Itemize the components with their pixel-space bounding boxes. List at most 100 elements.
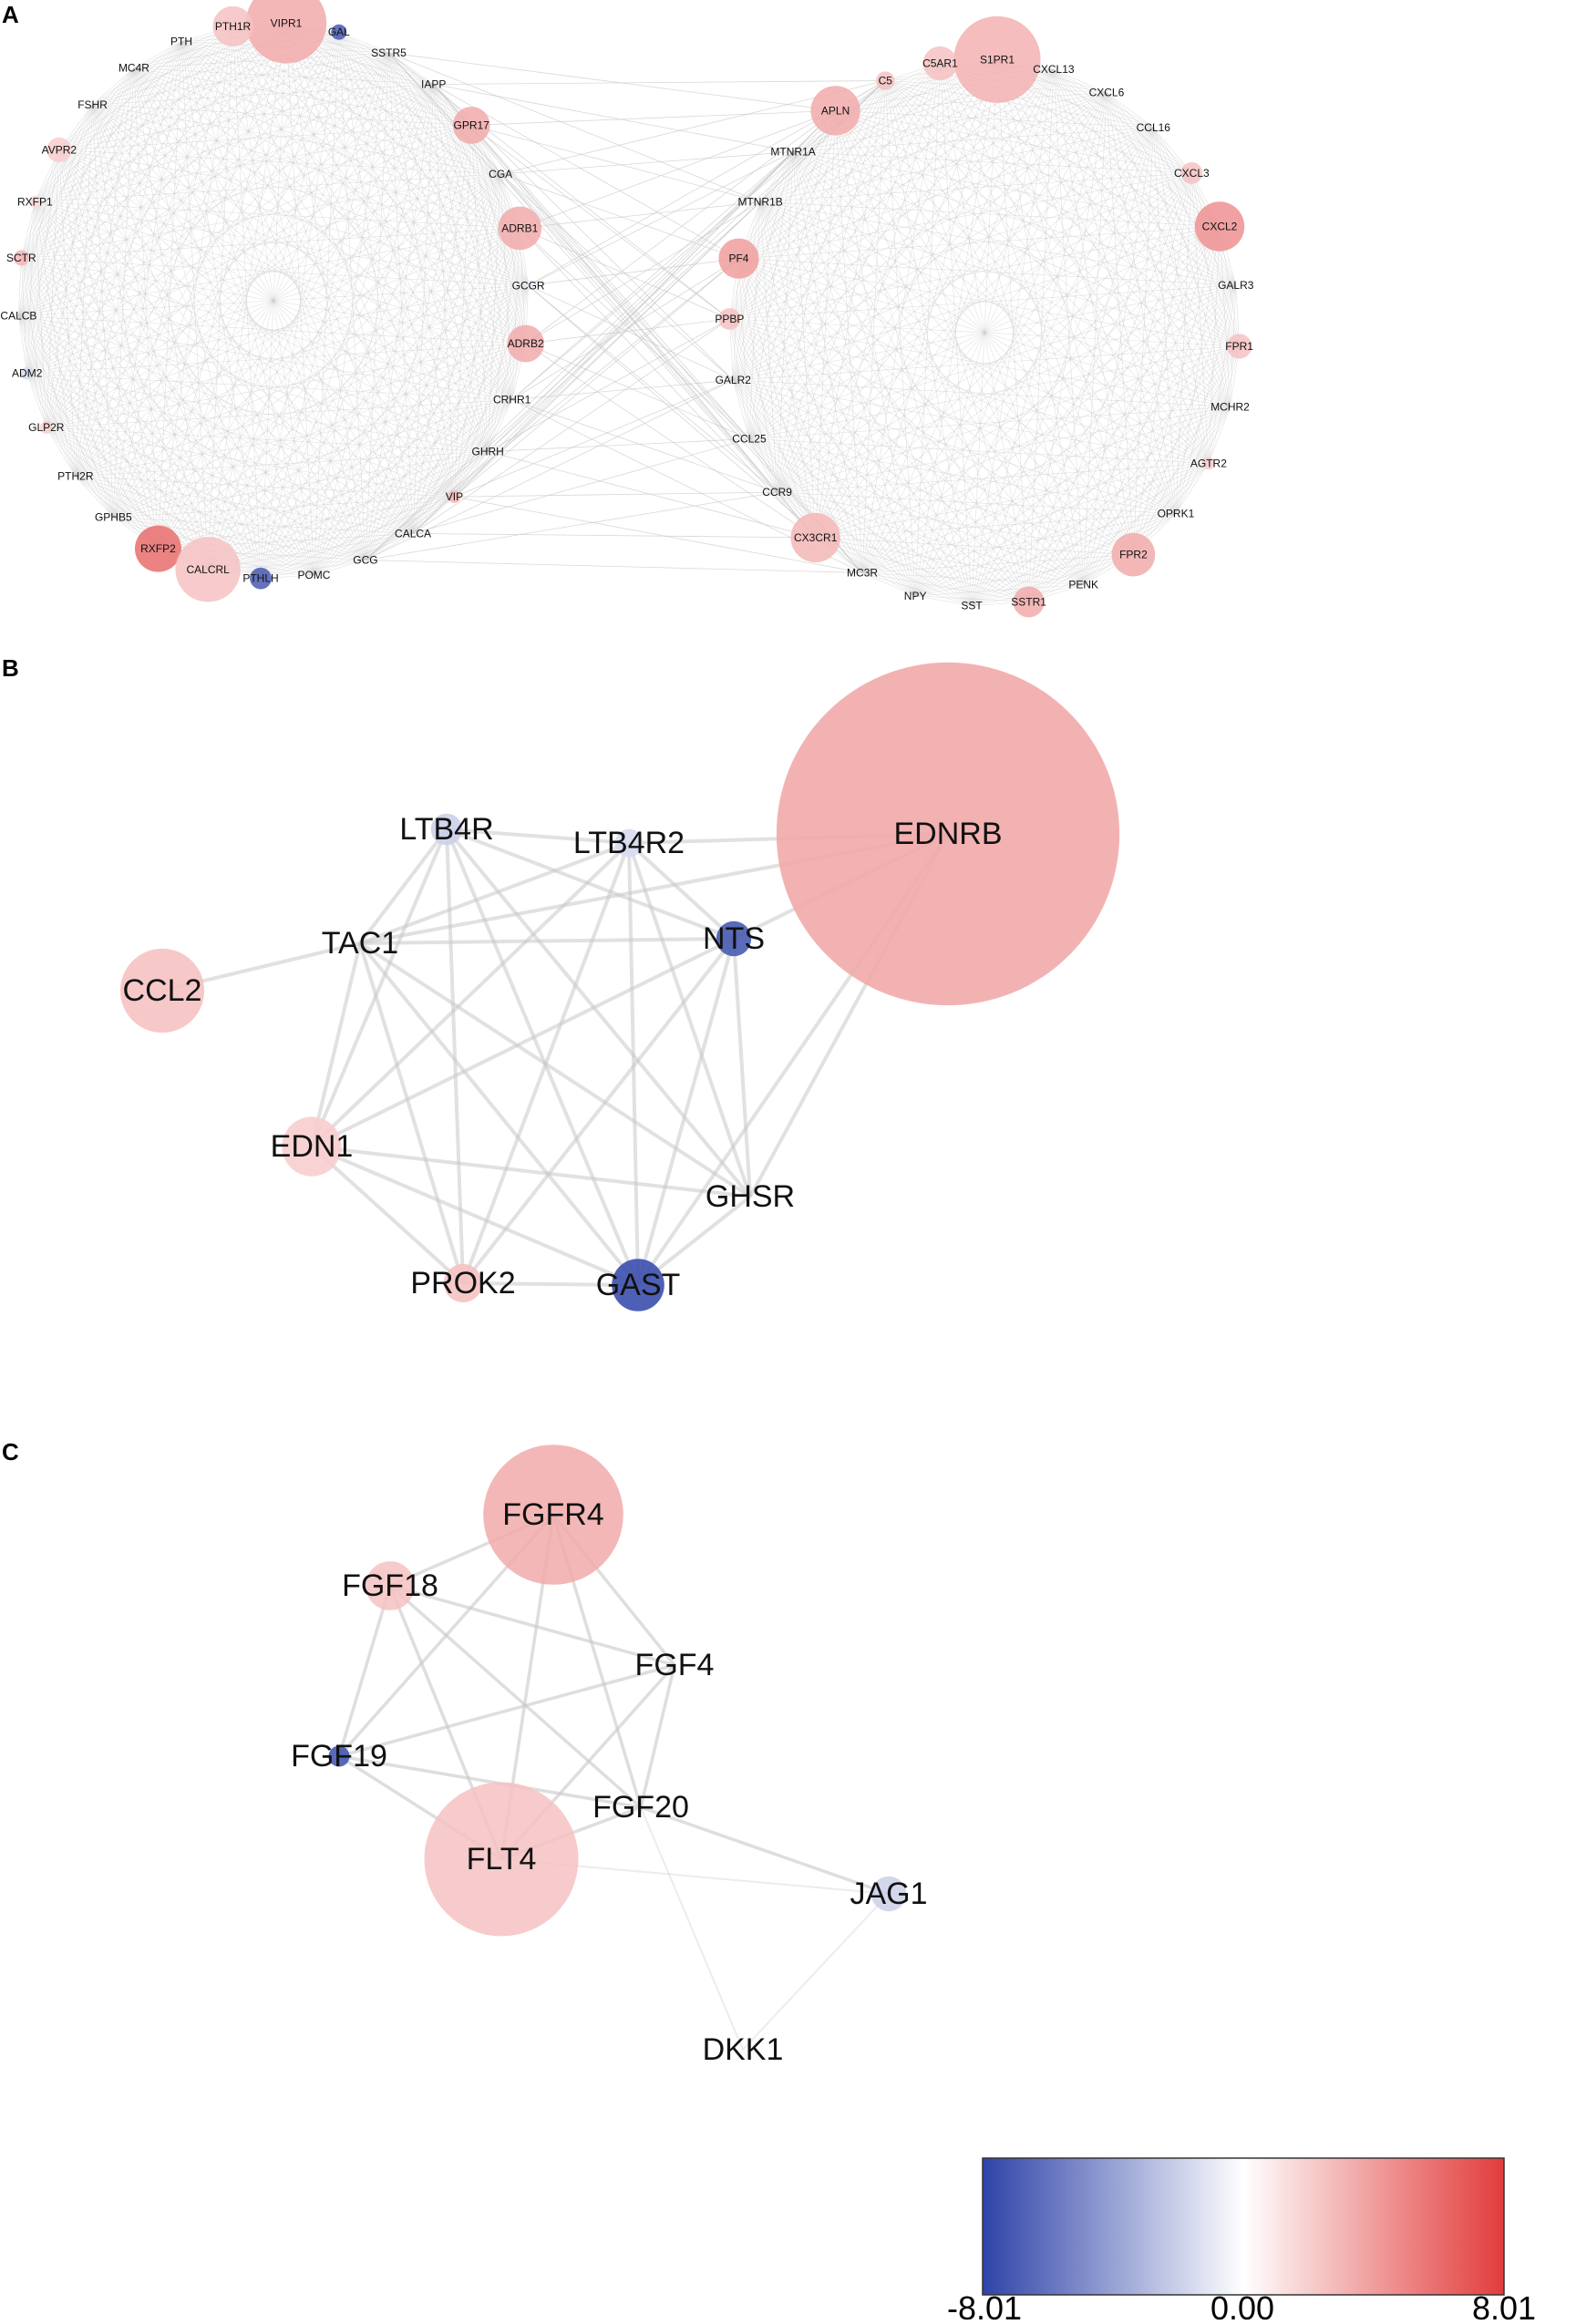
panel-a-edge: [792, 151, 1029, 602]
panel-a-edge: [759, 201, 916, 596]
panel-a-edge: [158, 285, 529, 550]
panel-a-label-ghrh: GHRH: [472, 446, 504, 458]
panel-a-edge: [92, 26, 233, 106]
panel-a-edge: [748, 92, 1107, 439]
panel-a-edge: [1106, 92, 1154, 129]
panel-a-edge: [454, 258, 739, 498]
panel-a-edge: [748, 438, 916, 596]
panel-a-edge: [92, 104, 159, 550]
panel-b-edge: [446, 828, 735, 941]
panel-a-edge: [729, 172, 1192, 320]
panel-a-edge: [92, 104, 366, 560]
panel-a-edge: [777, 491, 1029, 602]
panel-a-label-cxcl6: CXCL6: [1089, 87, 1125, 99]
panel-a-edge: [759, 201, 1231, 407]
panel-a-edge: [835, 110, 1029, 602]
panel-a-edge: [729, 110, 836, 320]
panel-c-edge: [639, 1664, 676, 1808]
panel-a-edge: [388, 52, 512, 400]
panel-a-edge: [738, 258, 750, 439]
panel-a-edge: [46, 427, 159, 550]
panel-b-edge: [359, 841, 630, 945]
panel-a-edge: [46, 32, 340, 428]
panel-a-node-adrb2: [507, 324, 545, 363]
panel-a-edge: [260, 451, 489, 579]
panel-b-edge: [359, 937, 735, 945]
panel-a-node-glp2r: [40, 421, 53, 434]
panel-a-edge: [365, 343, 526, 560]
panel-a-node-cxcl2: [1194, 201, 1245, 252]
panel-a-edge: [815, 284, 1236, 539]
panel-a-edge: [733, 379, 1084, 585]
panel-a-edge: [338, 32, 526, 344]
panel-a-edge: [500, 173, 526, 344]
panel-a-edge: [158, 173, 501, 550]
panel-a-node-rxfp1: [28, 195, 42, 209]
panel-a-edge: [35, 201, 529, 286]
panel-a-edge: [46, 427, 455, 498]
panel-a-edge: [365, 533, 414, 560]
panel-a-edge: [733, 127, 1154, 381]
panel-a-edge: [433, 84, 863, 573]
panel-a-edge: [113, 228, 520, 518]
panel-a-edge: [1053, 69, 1236, 286]
panel-a-edge: [35, 67, 135, 202]
panel-a-edge: [454, 491, 778, 498]
panel-c-node-flt4: [424, 1782, 579, 1937]
panel-a-edge: [760, 201, 1236, 286]
panel-a-edge: [940, 63, 973, 606]
panel-b-label-ghsr: GHSR: [706, 1179, 795, 1214]
panel-a-edge: [777, 63, 941, 493]
panel-a-edge: [748, 438, 863, 573]
panel-a-edge: [528, 258, 739, 286]
panel-a-edge: [777, 226, 1221, 493]
panel-b-node-ltb4r2: [614, 828, 644, 858]
panel-a-edge: [75, 476, 455, 498]
panel-a-edge: [487, 228, 520, 452]
panel-a-edge: [1028, 513, 1177, 602]
panel-b-node-edn1: [282, 1116, 342, 1177]
panel-a-edge: [1208, 284, 1237, 464]
panel-a-edge: [26, 104, 93, 374]
panel-a-edge: [314, 228, 520, 576]
panel-a-edge: [996, 59, 1134, 555]
panel-a-edge: [92, 52, 389, 106]
panel-b-edge: [311, 1145, 639, 1287]
panel-a-edge: [180, 41, 434, 85]
panel-c-edges: [337, 1513, 890, 2051]
panel-a-node-apln: [810, 86, 860, 136]
panel-a-edge: [500, 173, 739, 260]
panel-a-edge: [113, 517, 366, 560]
panel-b-label-edn1: EDN1: [271, 1129, 354, 1164]
panel-a-label-ccl25: CCL25: [732, 432, 767, 445]
panel-a-edge: [835, 110, 1084, 585]
panel-a-edge: [815, 63, 941, 538]
panel-b-label-ltb4r2: LTB4R2: [573, 826, 685, 860]
panel-a-edge: [884, 80, 916, 596]
panel-a-edge: [729, 318, 1231, 407]
panel-a-edge: [914, 284, 1236, 596]
panel-a-edge: [1133, 406, 1231, 555]
panel-a-label-pf4: PF4: [728, 252, 748, 265]
panel-a-edge: [113, 451, 489, 518]
panel-a-edge: [260, 285, 529, 579]
panel-a-edge: [92, 104, 512, 400]
panel-a-edge: [260, 533, 414, 579]
panel-a-edge: [18, 52, 389, 316]
panel-a-edge: [520, 201, 761, 229]
panel-b-edge: [310, 1145, 465, 1285]
panel-a-label-rxfp2: RXFP2: [140, 542, 176, 555]
panel-a-edge: [861, 572, 973, 606]
panel-a-edge: [46, 52, 389, 428]
panel-a-edge: [996, 59, 1029, 602]
panel-a-edge: [21, 228, 520, 259]
panel-a-edge: [365, 451, 489, 560]
panel-a-edge: [18, 228, 520, 316]
panel-a-edge: [92, 84, 434, 106]
panel-a-edge: [815, 80, 886, 538]
panel-a-edge: [208, 496, 455, 571]
panel-a-edge: [738, 258, 1029, 602]
panel-a-edge: [488, 438, 749, 452]
